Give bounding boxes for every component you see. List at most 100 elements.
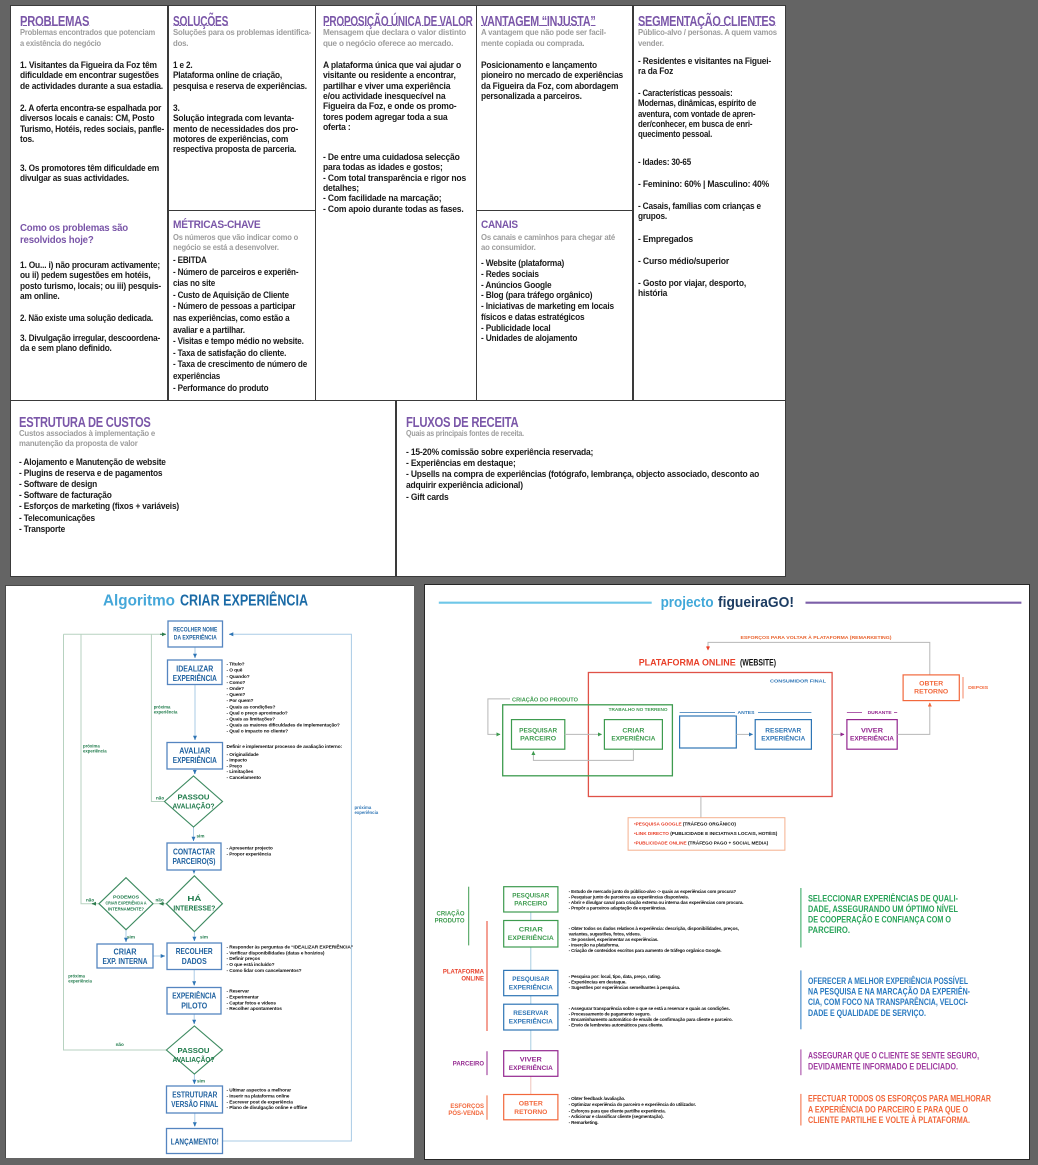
svg-text:EXPERIÊNCIA: EXPERIÊNCIA [172,992,216,1001]
svg-text:PESQUISAR: PESQUISAR [512,893,549,900]
svg-text:- Se possível, experimentar as: - Se possível, experimentar as experiênc… [569,937,659,942]
svg-text:RECOLHER: RECOLHER [176,947,213,956]
svg-text:AVALIAÇÃO?: AVALIAÇÃO? [173,802,215,811]
svg-text:- Sugestões por experiências s: - Sugestões por experiências semelhantes… [569,985,680,990]
svg-text:- Pesquisar junto de parceiros: - Pesquisar junto de parceiros as experi… [569,894,689,899]
svg-text:- Pesquisa por: local, tipo, d: - Pesquisa por: local, tipo, data, preço… [569,974,661,979]
svg-text:Algoritmo: Algoritmo [103,593,175,610]
svg-text:- Quais as maiores dificuldade: - Quais as maiores dificuldades de imple… [227,723,340,729]
svg-text:EXPERIÊNCIA: EXPERIÊNCIA [761,734,805,743]
svg-text:INTERNAMENTE?: INTERNAMENTE? [108,907,144,912]
svg-text:EXP. INTERNA: EXP. INTERNA [103,957,148,966]
svg-text:•PUBLICIDADE ONLINE (TRÁFEGO P: •PUBLICIDADE ONLINE (TRÁFEGO PAGO + SOCI… [634,840,769,846]
svg-text:- Limitações: - Limitações [227,769,254,775]
svg-text:OBTER: OBTER [519,1101,543,1108]
svg-text:PARCEIRO: PARCEIRO [514,901,547,908]
svg-text:PESQUISAR: PESQUISAR [512,976,549,983]
svg-text:- Preço: - Preço [227,763,243,769]
svg-text:RETORNO: RETORNO [514,1109,547,1116]
svg-text:- Qual o impacto no cliente?: - Qual o impacto no cliente? [227,729,289,735]
svg-text:INTERESSE?: INTERESSE? [173,904,215,913]
svg-text:sim: sim [200,935,208,940]
svg-text:DURANTE: DURANTE [868,710,892,715]
svg-text:CRIAR: CRIAR [114,948,137,957]
svg-text:- Como lidar com cancelamentos: - Como lidar com cancelamentos? [227,968,302,974]
svg-text:sim: sim [197,1079,205,1084]
svg-text:(WEBSITE): (WEBSITE) [740,658,776,669]
svg-text:próxima: próxima [355,805,372,810]
svg-text:próxima: próxima [68,974,85,979]
svg-text:- Propor experiência: - Propor experiência [227,852,272,858]
svg-text:AVALIAR: AVALIAR [179,747,210,756]
svg-text:ONLINE: ONLINE [461,977,484,983]
svg-text:EXPERIÊNCIA: EXPERIÊNCIA [508,933,554,942]
svg-text:- Abrir e divulgar canal para: - Abrir e divulgar canal para criação ex… [569,900,744,905]
svg-text:VIVER: VIVER [520,1057,542,1064]
svg-text:ESFORÇOS PARA VOLTAR À PLATAFO: ESFORÇOS PARA VOLTAR À PLATAFORMA (REMAR… [741,634,892,641]
svg-text:EXPERIÊNCIA: EXPERIÊNCIA [509,1063,553,1072]
svg-text:ANTES: ANTES [738,710,755,715]
svg-text:- Inserção na plataforma.: - Inserção na plataforma. [569,943,620,948]
svg-text:CONTACTAR: CONTACTAR [173,848,215,857]
svg-text:não: não [156,898,164,903]
svg-text:- Propôr a parceiros adaptação: - Propôr a parceiros adaptação de experi… [569,905,667,910]
svg-text:- Qual o preço aproximado?: - Qual o preço aproximado? [227,710,288,716]
svg-text:- Obter feedback /avaliação.: - Obter feedback /avaliação. [569,1096,626,1101]
svg-text:- Captar fotos e vídeos: - Captar fotos e vídeos [227,1000,277,1006]
svg-text:PÓS-VENDA: PÓS-VENDA [448,1109,484,1117]
svg-text:experiência: experiência [68,979,92,984]
svg-text:DADE E QUALIDADE DE SERVIÇO.: DADE E QUALIDADE DE SERVIÇO. [808,1008,926,1018]
svg-text:NA PESQUISA E NA MARCAÇÃO DA E: NA PESQUISA E NA MARCAÇÃO DA EXPERIÊN- [808,986,970,997]
svg-text:•LINK DIRECTO (PUBLICIDADE E I: •LINK DIRECTO (PUBLICIDADE E INICIATIVAS… [634,829,778,836]
svg-text:PARCEIRO(S): PARCEIRO(S) [173,857,216,866]
svg-text:- Encaminhamento automático de: - Encaminhamento automático de emails de… [569,1017,733,1022]
svg-text:não: não [86,898,94,903]
svg-text:- Cancelamento: - Cancelamento [227,775,261,781]
svg-text:PODEMOS: PODEMOS [113,895,139,900]
svg-text:PASSOU: PASSOU [178,793,210,802]
svg-text:- Optimizar experiência do par: - Optimizar experiência do parceiro e ex… [569,1102,696,1107]
svg-text:PLATAFORMA ONLINE: PLATAFORMA ONLINE [639,658,736,669]
svg-text:experiência: experiência [355,810,379,815]
svg-text:- O que está incluído?: - O que está incluído? [227,962,275,968]
svg-text:experiência: experiência [83,749,107,754]
svg-text:experiência: experiência [154,710,178,715]
svg-text:RECOLHER NOME: RECOLHER NOME [173,627,217,634]
svg-text:- Obter todos os dados relativ: - Obter todos os dados relativos à exper… [569,926,739,931]
svg-text:SELECCIONAR EXPERIÊNCIAS DE QU: SELECCIONAR EXPERIÊNCIAS DE QUALI- [808,892,958,903]
svg-text:ESTRUTURAR: ESTRUTURAR [172,1091,217,1100]
svg-text:RETORNO: RETORNO [914,689,948,696]
svg-text:- Originalidade: - Originalidade [227,752,260,758]
svg-text:VIVER: VIVER [861,728,883,735]
svg-text:- Remarketing.: - Remarketing. [569,1120,599,1125]
svg-text:próxima: próxima [83,744,100,749]
svg-text:- Processamento de pagamento s: - Processamento de pagamento seguro. [569,1012,651,1017]
svg-text:IDEALIZAR: IDEALIZAR [176,665,213,674]
svg-text:- Por quem?: - Por quem? [227,698,254,704]
svg-text:LANÇAMENTO!: LANÇAMENTO! [171,1138,219,1147]
svg-text:- Quem?: - Quem? [227,692,246,698]
svg-text:CRIAÇÃO DO PRODUTO: CRIAÇÃO DO PRODUTO [512,697,578,704]
svg-text:- Como?: - Como? [227,680,246,686]
svg-text:- Definir preços: - Definir preços [227,956,261,962]
svg-text:- Experiências em destaque.: - Experiências em destaque. [569,980,627,985]
svg-text:- Plano de divulgação online e: - Plano de divulgação online e offline [227,1105,308,1111]
svg-text:HÁ: HÁ [187,894,202,903]
svg-text:EXPERIÊNCIA: EXPERIÊNCIA [173,756,217,765]
svg-text:CONSUMIDOR FINAL: CONSUMIDOR FINAL [770,679,826,685]
svg-text:EXPERIÊNCIA: EXPERIÊNCIA [509,1017,553,1026]
svg-text:figueiraGO!: figueiraGO! [718,594,794,611]
svg-text:variantes, sugestões, fotos, v: variantes, sugestões, fotos, vídeos. [569,932,641,937]
svg-text:- Escrever post de experiência: - Escrever post de experiência [227,1099,294,1105]
svg-text:ESFORÇOS: ESFORÇOS [450,1104,484,1110]
svg-text:EXPERIÊNCIA: EXPERIÊNCIA [850,734,894,743]
svg-text:RESERVAR: RESERVAR [513,1010,548,1017]
svg-text:- Experimentar: - Experimentar [227,995,259,1001]
svg-text:ASSEGURAR QUE O CLIENTE SE SEN: ASSEGURAR QUE O CLIENTE SE SENTE SEGURO, [808,1051,979,1061]
svg-text:CRIAR: CRIAR [622,728,644,735]
svg-text:VERSÃO FINAL: VERSÃO FINAL [171,1100,218,1109]
svg-text:DADOS: DADOS [182,957,208,966]
svg-text:CLIENTE PARTILHE E VOLTE À PLA: CLIENTE PARTILHE E VOLTE À PLATAFORMA. [808,1115,970,1125]
svg-text:- Esforços para que cliente pa: - Esforços para que cliente partilhe exp… [569,1108,666,1113]
svg-text:CRIAR EXPERIÊNCIA A: CRIAR EXPERIÊNCIA A [106,901,148,906]
